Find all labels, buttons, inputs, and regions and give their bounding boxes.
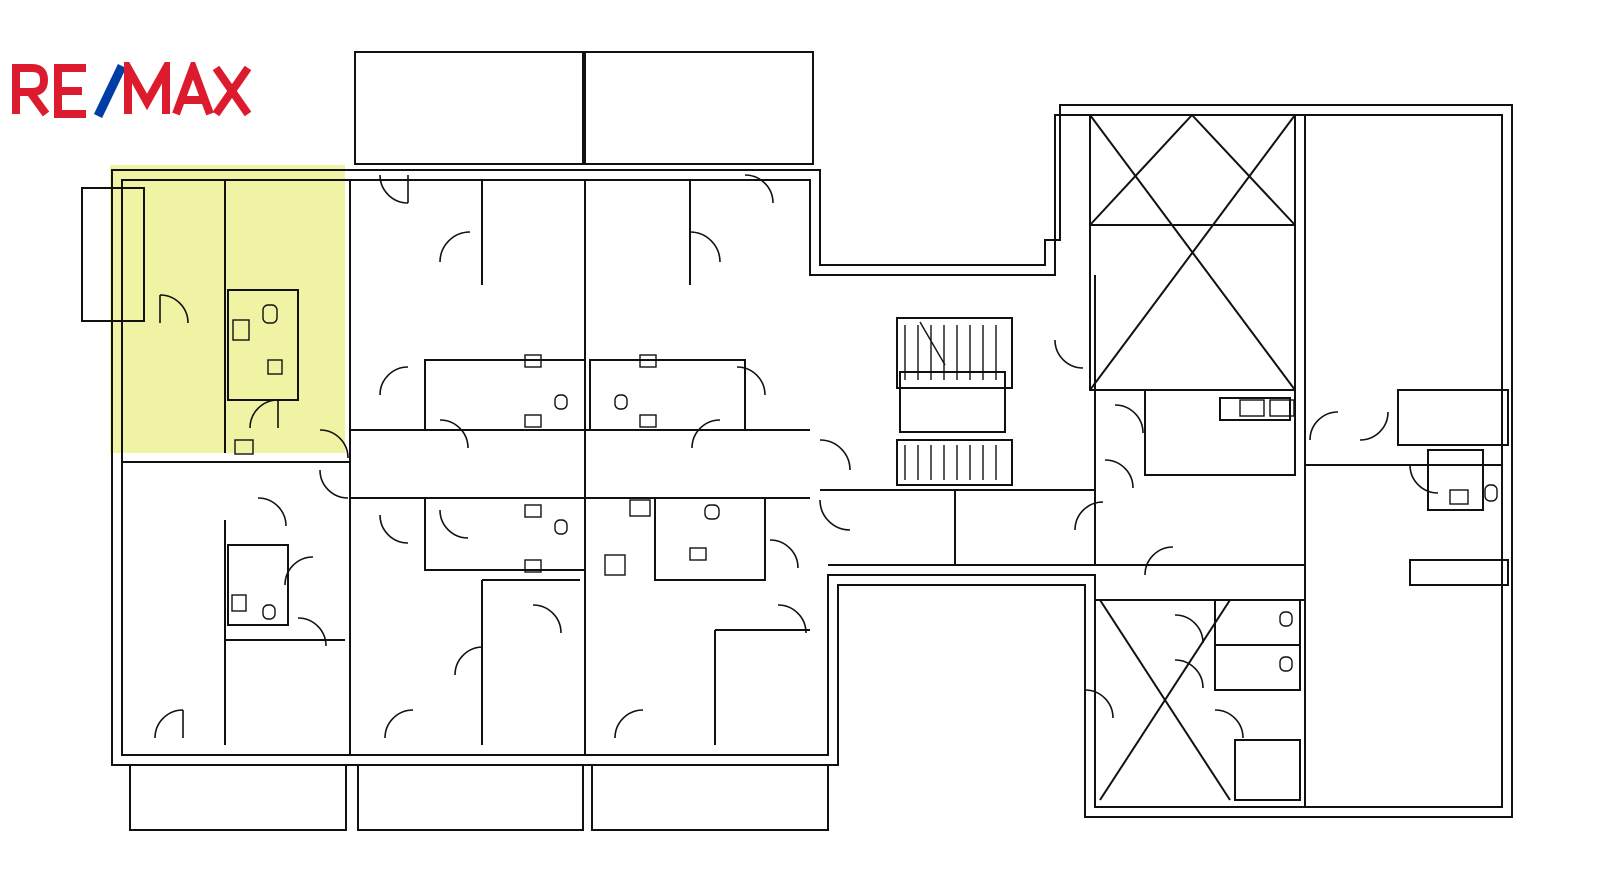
left-wing-inner-outline — [121, 114, 1503, 808]
balcony-top-right — [584, 51, 814, 165]
balcony-top-left — [354, 51, 584, 165]
remax-logo-svg — [12, 62, 252, 118]
balcony-bottom-1 — [129, 764, 347, 831]
stair-core — [896, 317, 1013, 389]
balcony-bottom-3 — [591, 764, 829, 831]
balcony-bottom-2 — [357, 764, 584, 831]
remax-logo — [10, 62, 255, 118]
left-wing-outline — [111, 104, 1513, 818]
